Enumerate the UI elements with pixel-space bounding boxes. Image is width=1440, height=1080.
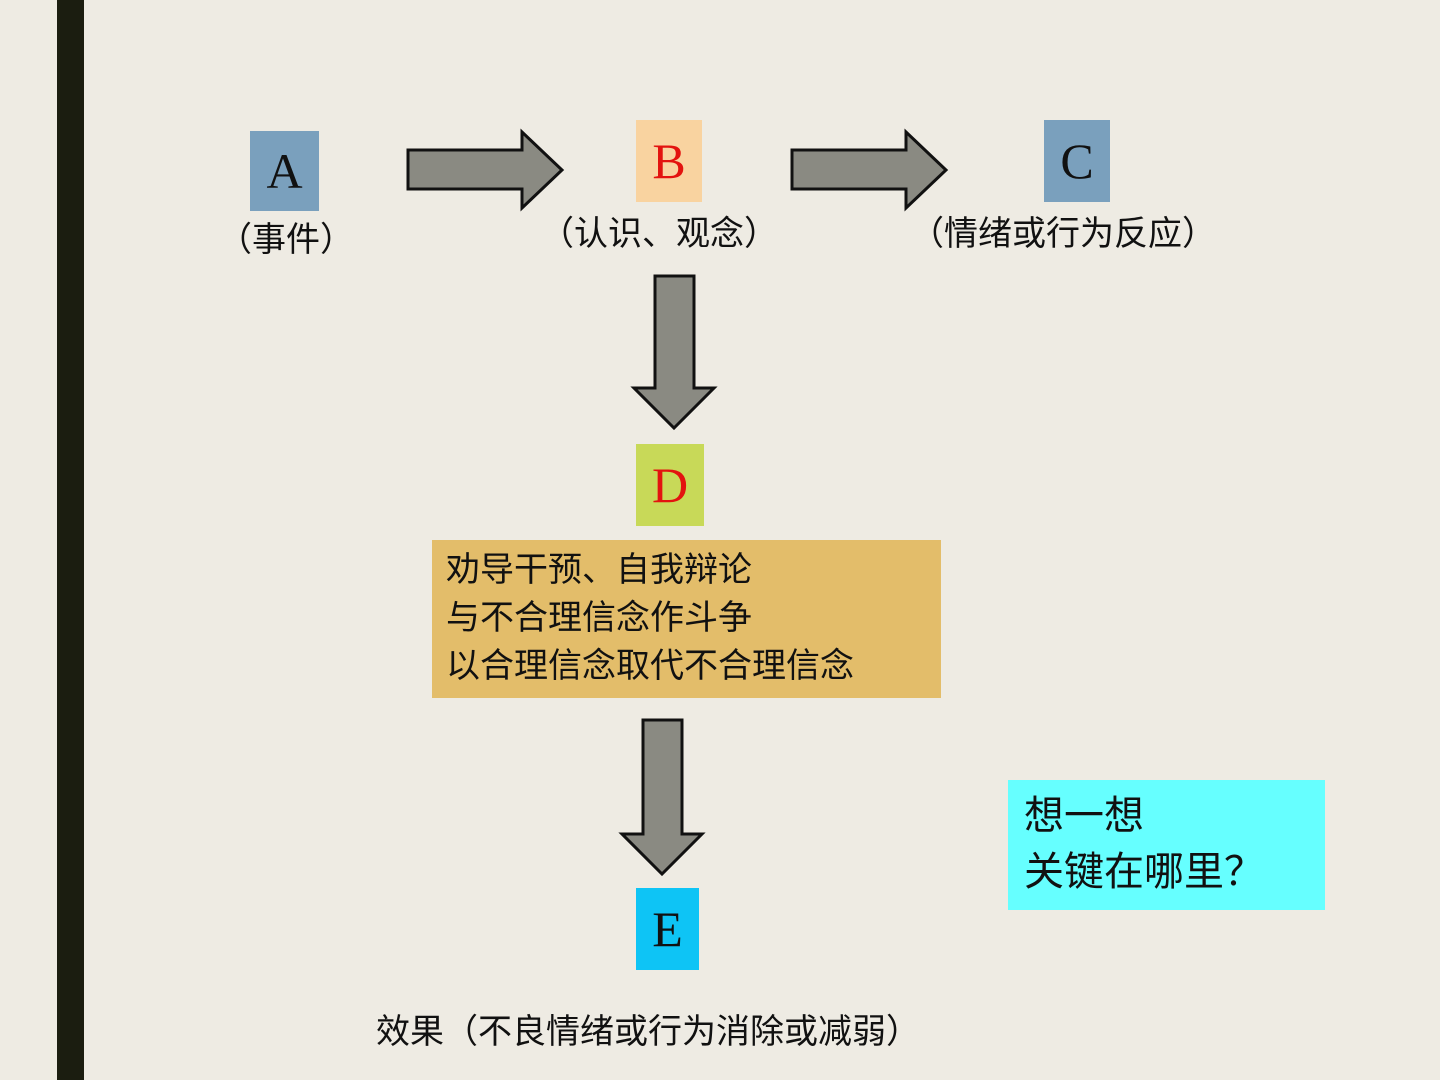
node-c-consequence: C — [1044, 120, 1110, 202]
node-e-effect: E — [636, 888, 699, 970]
node-e-letter: E — [652, 901, 683, 957]
node-a-event: A — [250, 131, 319, 211]
arrow-b-to-d-icon — [630, 274, 718, 431]
node-c-caption: （情绪或行为反应） — [910, 214, 1216, 254]
slide-side-bar — [57, 0, 84, 1080]
effect-caption: 效果（不良情绪或行为消除或减弱） — [376, 1012, 920, 1052]
node-a-letter: A — [266, 143, 303, 199]
arrow-a-to-b-icon — [406, 128, 565, 212]
dispute-line: 与不合理信念作斗争 — [446, 598, 752, 638]
node-b-letter: B — [652, 133, 686, 189]
think-prompt-panel: 想一想 关键在哪里？ — [1008, 780, 1325, 910]
node-d-letter: D — [651, 457, 689, 513]
node-b-caption: （认识、观念） — [540, 214, 778, 254]
arrow-d-to-e-icon — [618, 718, 706, 877]
dispute-line: 劝导干预、自我辩论 — [446, 550, 752, 590]
arrow-b-to-c-icon — [790, 128, 949, 212]
dispute-line: 以合理信念取代不合理信念 — [446, 646, 854, 686]
node-a-caption: （事件） — [218, 220, 354, 260]
think-line: 想一想 — [1024, 793, 1144, 839]
node-d-dispute: D — [636, 444, 704, 526]
node-b-belief: B — [636, 120, 702, 202]
think-line: 关键在哪里？ — [1024, 849, 1264, 895]
node-c-letter: C — [1060, 133, 1094, 189]
dispute-description-panel: 劝导干预、自我辩论 与不合理信念作斗争 以合理信念取代不合理信念 — [432, 540, 941, 698]
